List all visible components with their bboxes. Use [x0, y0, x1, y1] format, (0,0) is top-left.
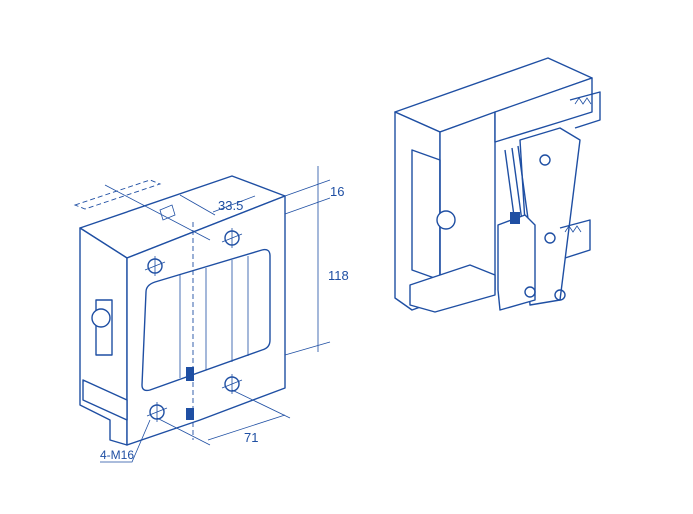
mounting-holes	[144, 228, 243, 422]
block-window	[141, 248, 271, 392]
bolt-head-icon	[91, 308, 111, 328]
mounting-block-left	[73, 175, 286, 446]
bolt-head-icon	[436, 210, 456, 230]
dim-118: 118	[328, 268, 349, 283]
safety-gear-assembly-right	[394, 57, 601, 313]
pin-icon	[539, 154, 551, 166]
dimension-lines: 16 118 33.5 71 4-M16	[100, 166, 349, 463]
pin-icon	[554, 289, 566, 301]
pin-icon	[544, 232, 556, 244]
screw-icon	[186, 408, 194, 420]
screw-icon	[186, 367, 194, 381]
dim-71: 71	[244, 430, 258, 445]
dim-33-5: 33.5	[218, 198, 243, 213]
screw-icon	[510, 212, 520, 224]
pin-icon	[524, 286, 536, 298]
bolt-callout: 4-M16	[100, 448, 134, 462]
dim-16: 16	[330, 184, 344, 199]
